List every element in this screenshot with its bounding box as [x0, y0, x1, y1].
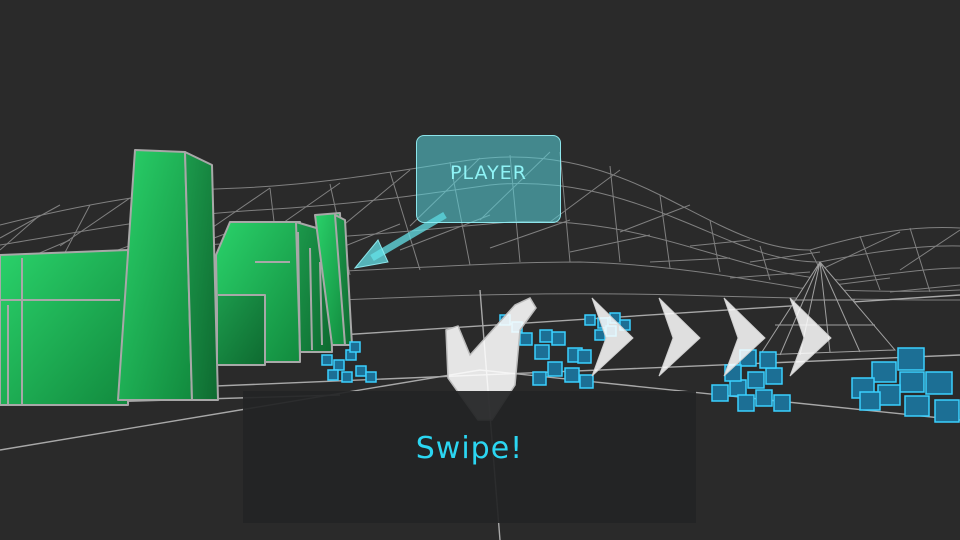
swipe-chevrons [591, 297, 832, 377]
chevron-right-icon [591, 297, 634, 377]
pyramid-obstacle [759, 261, 897, 356]
player-indicator: PLAYER [416, 135, 561, 223]
cube-cluster-right-2 [851, 347, 960, 423]
tutorial-panel: Swipe! [243, 391, 696, 523]
chevron-right-icon [723, 297, 766, 377]
cube-cluster-right-1 [711, 349, 791, 412]
player-pointer-arrow [353, 211, 447, 269]
swipe-instruction: Swipe! [415, 431, 524, 466]
chevron-right-icon [789, 297, 832, 377]
cube-cluster-left [321, 341, 377, 383]
player-label: PLAYER [450, 162, 527, 184]
chevron-right-icon [658, 297, 701, 377]
green-buildings [0, 149, 353, 406]
